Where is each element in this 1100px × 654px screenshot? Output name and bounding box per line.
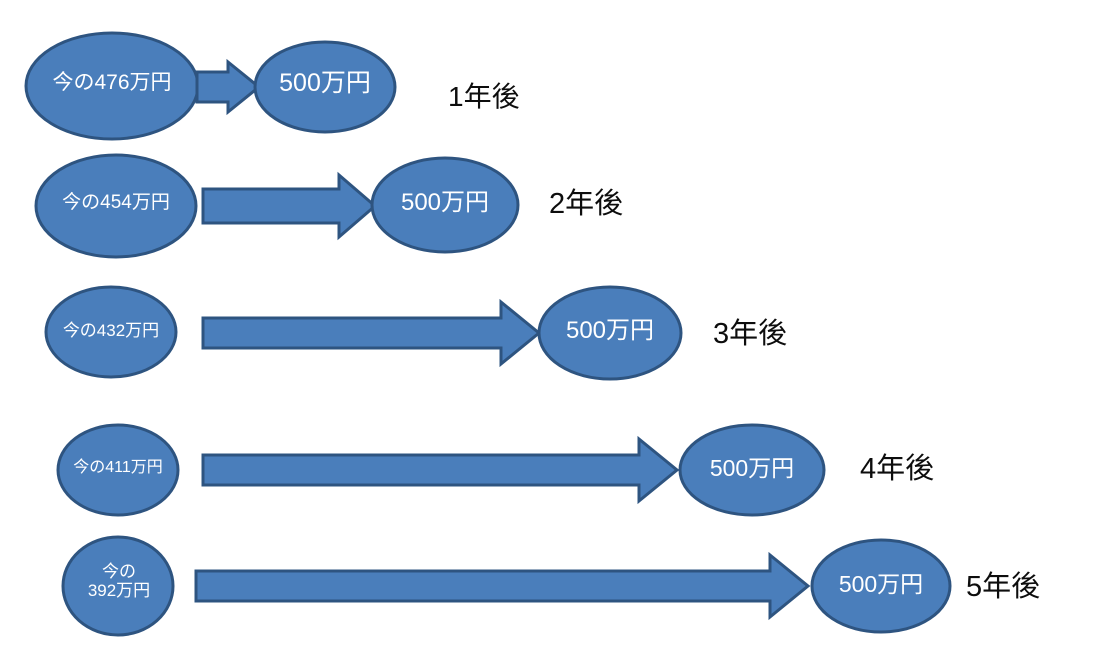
- arrow-2: [201, 171, 378, 241]
- year-label-3: 3年後: [713, 318, 788, 350]
- future-ellipse-3: [537, 285, 683, 381]
- year-label-4: 4年後: [860, 453, 935, 485]
- present-ellipse-3: [44, 285, 178, 379]
- present-ellipse-4: [56, 423, 180, 517]
- arrow-1: [195, 58, 262, 116]
- present-ellipse-2: [34, 153, 198, 259]
- arrow-4: [201, 435, 680, 505]
- arrow-5: [194, 551, 811, 621]
- year-label-1: 1年後: [448, 81, 520, 112]
- future-ellipse-2: [370, 156, 520, 254]
- present-ellipse-5: [61, 535, 175, 637]
- future-ellipse-5: [810, 538, 952, 634]
- future-ellipse-1: [253, 40, 397, 134]
- year-label-2: 2年後: [549, 188, 624, 220]
- future-ellipse-4: [678, 423, 826, 517]
- year-label-5: 5年後: [966, 571, 1041, 603]
- arrow-3: [201, 298, 542, 368]
